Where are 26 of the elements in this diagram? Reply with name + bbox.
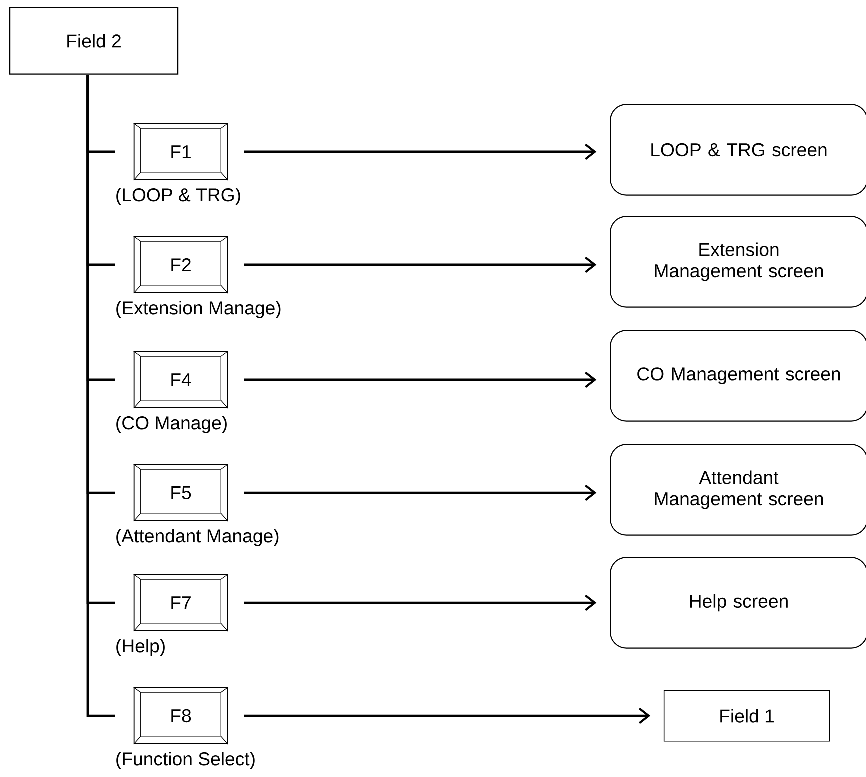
screen-box: Extension Management screen bbox=[610, 216, 866, 308]
connector bbox=[244, 144, 597, 160]
key-caption: (Extension Manage) bbox=[116, 301, 281, 318]
field-box: Field 2 bbox=[9, 7, 179, 75]
field-box: Field 1 bbox=[664, 690, 830, 742]
function-key: F1 bbox=[134, 123, 228, 181]
screen-box: Attendant Management screen bbox=[610, 444, 866, 536]
function-key: F2 bbox=[134, 236, 228, 294]
connector bbox=[244, 594, 597, 612]
screen-box: Help screen bbox=[610, 557, 866, 649]
connector bbox=[86, 74, 116, 718]
connector bbox=[244, 256, 597, 274]
key-caption: (LOOP & TRG) bbox=[116, 188, 240, 206]
key-caption: (CO Manage) bbox=[116, 416, 227, 434]
function-key: F8 bbox=[134, 687, 228, 745]
function-key: F5 bbox=[134, 464, 228, 522]
connector bbox=[244, 484, 597, 502]
screen-box: CO Management screen bbox=[610, 330, 866, 422]
function-key: F7 bbox=[134, 574, 228, 632]
key-caption: (Attendant Manage) bbox=[116, 529, 279, 546]
connector bbox=[244, 708, 651, 724]
connector bbox=[244, 372, 597, 388]
key-caption: (Function Select) bbox=[116, 752, 255, 770]
key-caption: (Help) bbox=[116, 639, 165, 656]
screen-box: LOOP & TRG screen bbox=[610, 104, 866, 196]
function-key: F4 bbox=[134, 351, 228, 409]
